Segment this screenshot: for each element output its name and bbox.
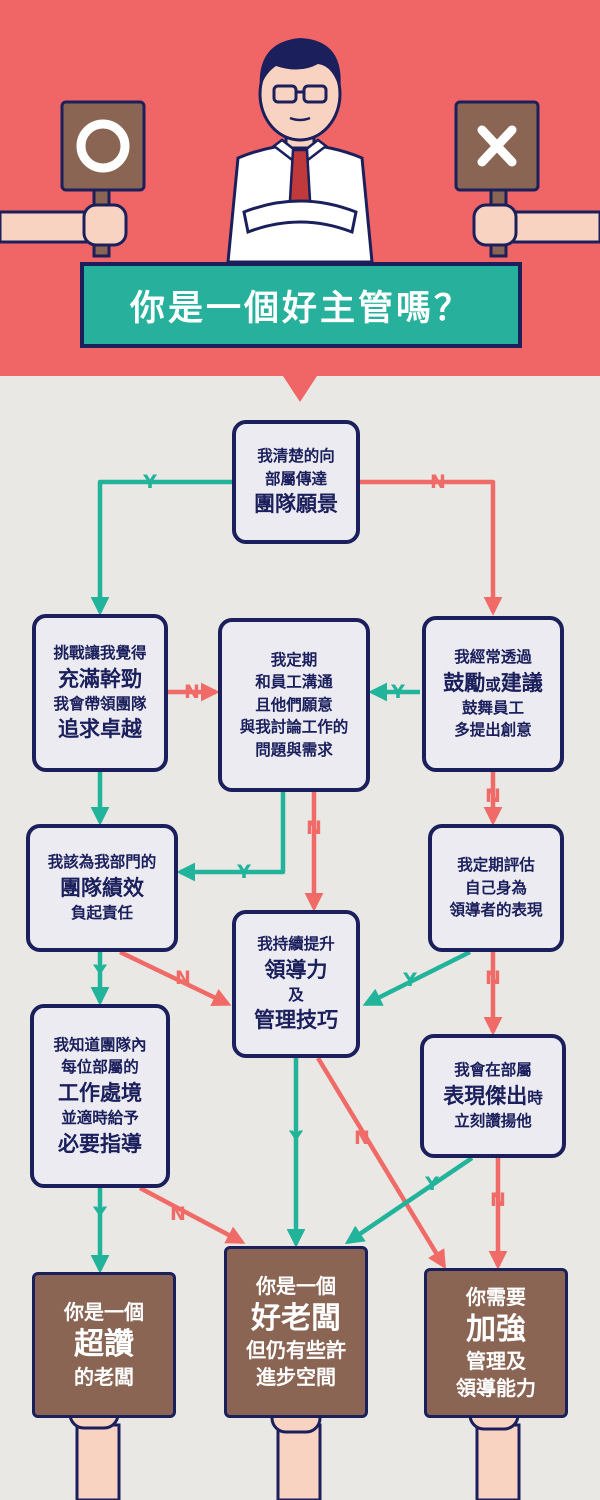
arrow-q5-q6-no: [119, 949, 232, 1007]
label-no: N: [485, 785, 501, 807]
node-team-vision: 我清楚的向 部屬傳達 團隊願景: [232, 420, 360, 544]
result-sign-awesome-boss: 你是一個 超讚 的老闆: [32, 1272, 176, 1418]
arrow-q1-q4-no: [360, 479, 503, 616]
label-no: N: [354, 1127, 370, 1149]
node-communication: 我定期 和員工溝通 且他們願意 與我討論工作的 問題與需求: [218, 618, 370, 792]
label-yes: Y: [93, 1203, 107, 1225]
title-banner: 你是一個好主管嗎？: [80, 262, 522, 348]
node-self-evaluation: 我定期評估 自己身為 領導者的表現: [428, 824, 564, 952]
node-team-performance: 我該為我部門的 團隊績效 負起責任: [26, 824, 178, 952]
sign-left: [0, 100, 146, 258]
sign-right: [454, 100, 600, 258]
glasses-icon: [272, 84, 328, 104]
label-yes: Y: [425, 1173, 439, 1195]
label-yes: Y: [403, 969, 417, 991]
label-yes: Y: [237, 861, 251, 883]
label-yes: Y: [391, 681, 405, 703]
label-yes: Y: [93, 961, 107, 983]
arrow-q9-r2-yes: [344, 1156, 474, 1245]
node-leadership-growth: 我持續提升 領導力 及 管理技巧: [232, 910, 360, 1058]
arrow-q7-q6-yes: [362, 949, 472, 1007]
circle-icon: [76, 119, 130, 173]
page-title: 你是一個好主管嗎？: [129, 288, 472, 329]
node-praise: 我會在部屬 表現傑出時 立刻讚揚他: [420, 1034, 566, 1158]
mouth: [289, 116, 311, 122]
hand-right: [472, 203, 518, 247]
arrow-q8-r2-no: [138, 1186, 246, 1244]
hand-left: [82, 203, 128, 247]
node-challenge: 挑戰讓我覺得 充滿幹勁 我會帶領團隊 追求卓越: [32, 614, 168, 772]
manager-figure: [226, 38, 374, 264]
hair: [259, 38, 341, 92]
label-no: N: [490, 1189, 506, 1211]
result-sign-good-boss: 你是一個 好老闆 但仍有些許 進步空間: [224, 1246, 368, 1418]
arrow-q3-q5-yes: [176, 792, 286, 882]
cross-icon: [477, 125, 517, 167]
arrow-q1-q2-yes: [90, 479, 232, 616]
node-guidance: 我知道團隊內 每位部屬的 工作處境 並適時給予 必要指導: [30, 1004, 170, 1188]
label-no: N: [184, 681, 200, 703]
label-yes: Y: [143, 471, 157, 493]
header-pointer: [283, 376, 317, 402]
label-no: N: [485, 967, 501, 989]
label-no: N: [306, 817, 322, 839]
label-no: N: [175, 967, 191, 989]
arrow-q6-r3-no: [316, 1056, 446, 1270]
result-sign-needs-improvement: 你需要 加強 管理及 領導能力: [424, 1268, 568, 1418]
label-yes: Y: [289, 1127, 303, 1149]
label-no: N: [170, 1203, 186, 1225]
label-no: N: [430, 471, 446, 493]
crossed-arms: [242, 199, 358, 235]
node-encouragement: 我經常透過 鼓勵或建議 鼓舞員工 多提出創意: [422, 616, 564, 772]
